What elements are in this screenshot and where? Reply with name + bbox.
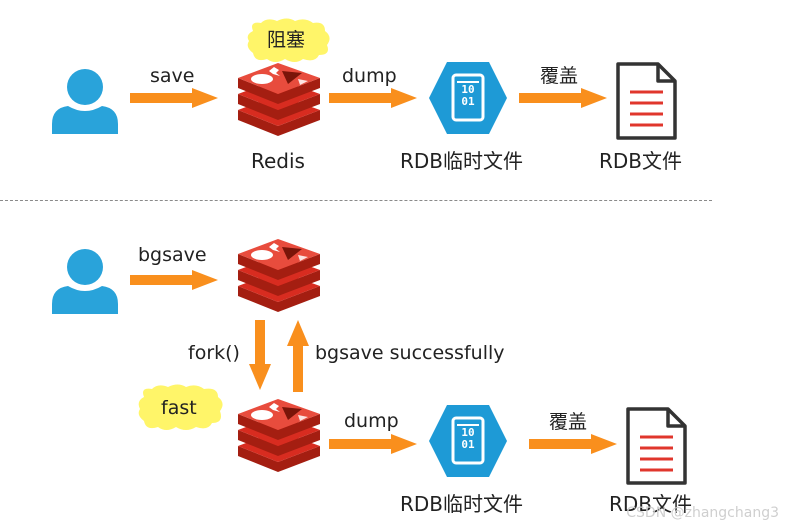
arrow-right-icon	[130, 88, 218, 108]
rdb-file-caption: RDB文件	[599, 149, 683, 173]
bgsave-arrow-label: bgsave	[138, 244, 207, 266]
user-icon	[52, 249, 118, 314]
binary-digits: 10 01	[453, 427, 483, 451]
arrow-right-icon	[519, 88, 607, 108]
rdb-file-caption: RDB文件	[609, 492, 693, 516]
fast-note-text: fast	[161, 397, 197, 419]
document-icon	[616, 62, 677, 140]
binary-top: 10	[461, 426, 475, 439]
blocked-note-bubble	[247, 18, 330, 62]
fast-note-bubble	[138, 384, 223, 430]
overwrite-arrow-label: 覆盖	[549, 411, 588, 433]
arrow-right-icon	[329, 434, 417, 454]
bgsave-success-label: bgsave successfully	[315, 342, 505, 364]
document-icon	[626, 407, 687, 485]
binary-bottom: 01	[461, 438, 475, 451]
redis-icon	[238, 239, 320, 312]
overwrite-arrow-label: 覆盖	[540, 65, 579, 87]
save-arrow-label: save	[150, 65, 195, 87]
binary-bottom: 01	[461, 95, 475, 108]
redis-caption: Redis	[251, 149, 305, 173]
binary-digits: 10 01	[453, 84, 483, 108]
watermark: CSDN @zhangchang3	[626, 505, 779, 521]
dump-arrow-label: dump	[342, 65, 397, 87]
section-divider	[0, 200, 712, 201]
arrow-right-icon	[529, 434, 617, 454]
binary-top: 10	[461, 83, 475, 96]
arrow-right-icon	[329, 88, 417, 108]
user-icon	[52, 69, 118, 134]
arrow-right-icon	[130, 270, 218, 290]
redis-icon	[238, 399, 320, 472]
arrow-down-icon	[249, 320, 271, 390]
dump-arrow-label: dump	[344, 410, 399, 432]
arrow-up-icon	[287, 320, 309, 392]
rdb-temp-caption: RDB临时文件	[400, 149, 524, 173]
blocked-note-text: 阻塞	[267, 29, 306, 51]
rdb-temp-caption: RDB临时文件	[400, 492, 524, 516]
redis-icon	[238, 63, 320, 136]
fork-label: fork()	[188, 342, 240, 364]
